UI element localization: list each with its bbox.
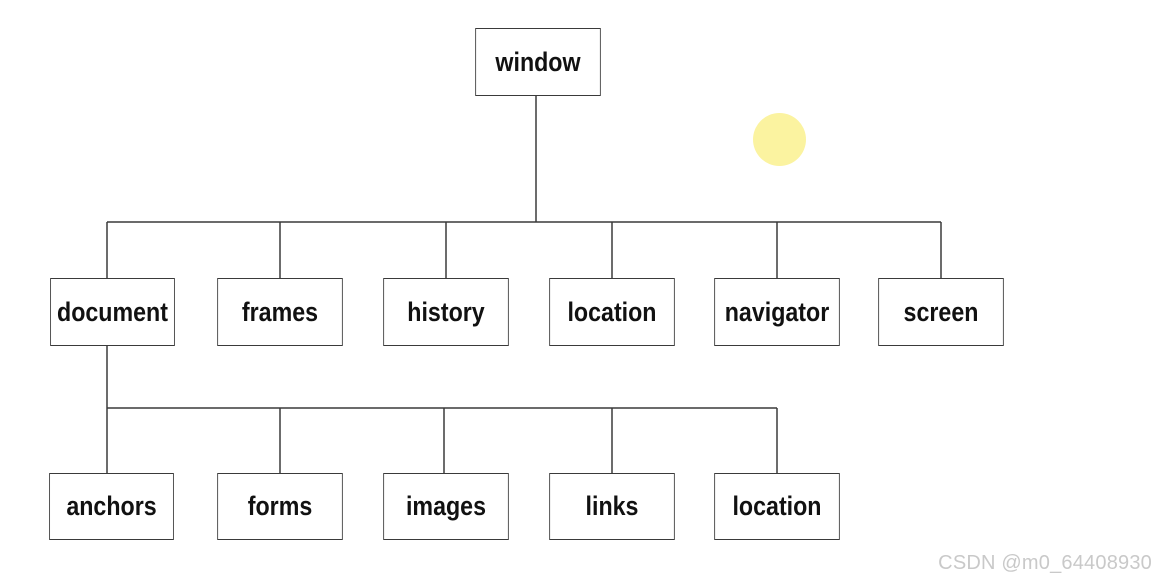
node-history: history: [383, 278, 509, 346]
node-images-label: images: [405, 491, 487, 521]
node-document-label: document: [57, 296, 168, 327]
node-anchors: anchors: [49, 473, 174, 540]
node-location-child-label: location: [732, 491, 822, 521]
node-screen: screen: [878, 278, 1004, 346]
node-images: images: [383, 473, 509, 540]
node-frames: frames: [217, 278, 343, 346]
node-anchors-label: anchors: [66, 491, 157, 521]
node-forms: forms: [217, 473, 343, 540]
node-location: location: [549, 278, 675, 346]
node-window-label: window: [495, 46, 581, 77]
node-screen-label: screen: [903, 296, 979, 327]
node-navigator: navigator: [714, 278, 840, 346]
node-location-child: location: [714, 473, 840, 540]
node-history-label: history: [407, 296, 485, 327]
node-forms-label: forms: [247, 491, 313, 521]
node-navigator-label: navigator: [724, 296, 830, 327]
node-location-label: location: [567, 296, 657, 327]
node-links: links: [549, 473, 675, 540]
watermark: CSDN @m0_64408930: [938, 552, 1152, 574]
node-document: document: [50, 278, 175, 346]
node-links-label: links: [585, 491, 639, 521]
cursor-highlight: [753, 113, 806, 166]
node-window: window: [475, 28, 601, 96]
node-frames-label: frames: [241, 296, 319, 327]
